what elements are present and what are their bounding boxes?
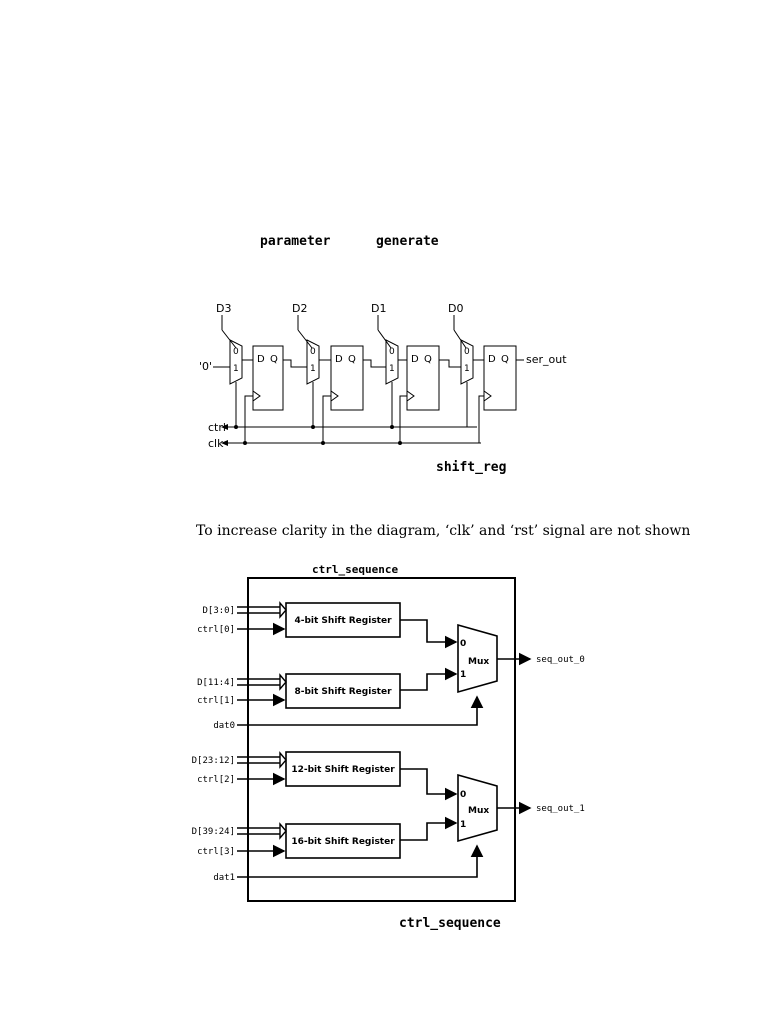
input-ctrl-2: ctrl[2] <box>197 775 235 785</box>
ff-2 <box>330 345 364 411</box>
mux-1-label: Mux <box>468 806 489 816</box>
register-12bit-label: 12-bit Shift Register <box>291 765 395 775</box>
input-d-3-0: D[3:0] <box>202 606 235 616</box>
input-dat1: dat1 <box>213 873 235 883</box>
mux-3 <box>385 339 399 385</box>
keyword-parameter: parameter <box>260 234 331 249</box>
shift-reg-caption: shift_reg <box>436 460 507 475</box>
label-clk: clk <box>208 437 224 450</box>
svg-text:0: 0 <box>389 347 395 357</box>
svg-text:0: 0 <box>310 347 316 357</box>
svg-text:0: 0 <box>464 347 470 357</box>
svg-text:0: 0 <box>233 347 239 357</box>
note-text: To increase clarity in the diagram, ‘clk… <box>196 523 691 539</box>
ctrl-sequence-box <box>247 577 516 902</box>
svg-text:1: 1 <box>310 364 316 374</box>
input-ctrl-1: ctrl[1] <box>197 696 235 706</box>
register-16bit <box>285 823 401 859</box>
output-seq-out-1: seq_out_1 <box>536 804 585 814</box>
ff-4 <box>483 345 517 411</box>
label-ser-out: ser_out <box>526 353 567 366</box>
label-d3: D3 <box>216 302 231 315</box>
svg-text:D: D <box>411 354 419 365</box>
mux-4 <box>460 339 474 385</box>
input-ctrl-0: ctrl[0] <box>197 625 235 635</box>
label-d0: D0 <box>448 302 463 315</box>
mux-1b <box>457 773 498 843</box>
svg-text:0: 0 <box>460 790 466 800</box>
output-seq-out-0: seq_out_0 <box>536 655 585 665</box>
mux-1 <box>229 339 243 385</box>
ff-1 <box>252 345 284 411</box>
svg-text:Q: Q <box>270 354 278 365</box>
svg-text:1: 1 <box>233 364 239 374</box>
input-ctrl-3: ctrl[3] <box>197 847 235 857</box>
svg-text:1: 1 <box>460 820 466 830</box>
ctrl-sequence-title: ctrl_sequence <box>312 563 398 576</box>
svg-text:D: D <box>257 354 265 365</box>
keyword-generate: generate <box>376 234 439 249</box>
ff-3 <box>406 345 440 411</box>
svg-text:1: 1 <box>389 364 395 374</box>
input-d-11-4: D[11:4] <box>197 678 235 688</box>
svg-text:D: D <box>488 354 496 365</box>
label-d2: D2 <box>292 302 307 315</box>
register-4bit-label: 4-bit Shift Register <box>294 616 392 626</box>
label-d1: D1 <box>371 302 386 315</box>
svg-text:0: 0 <box>460 639 466 649</box>
ctrl-sequence-caption: ctrl_sequence <box>399 916 501 931</box>
register-16bit-label: 16-bit Shift Register <box>291 837 395 847</box>
svg-text:Q: Q <box>348 354 356 365</box>
input-dat0: dat0 <box>213 721 235 731</box>
mux-0 <box>457 623 498 694</box>
svg-text:D: D <box>335 354 343 365</box>
input-d-39-24: D[39:24] <box>192 827 235 837</box>
svg-text:1: 1 <box>464 364 470 374</box>
label-ctrl: ctrl <box>208 421 226 434</box>
register-8bit-label: 8-bit Shift Register <box>294 687 392 697</box>
label-zero: '0' <box>199 360 212 373</box>
svg-text:1: 1 <box>460 670 466 680</box>
mux-2 <box>306 339 320 385</box>
svg-text:Q: Q <box>501 354 509 365</box>
mux-0-label: Mux <box>468 657 489 667</box>
svg-text:Q: Q <box>424 354 432 365</box>
register-8bit <box>285 673 401 709</box>
input-d-23-12: D[23:12] <box>192 756 235 766</box>
